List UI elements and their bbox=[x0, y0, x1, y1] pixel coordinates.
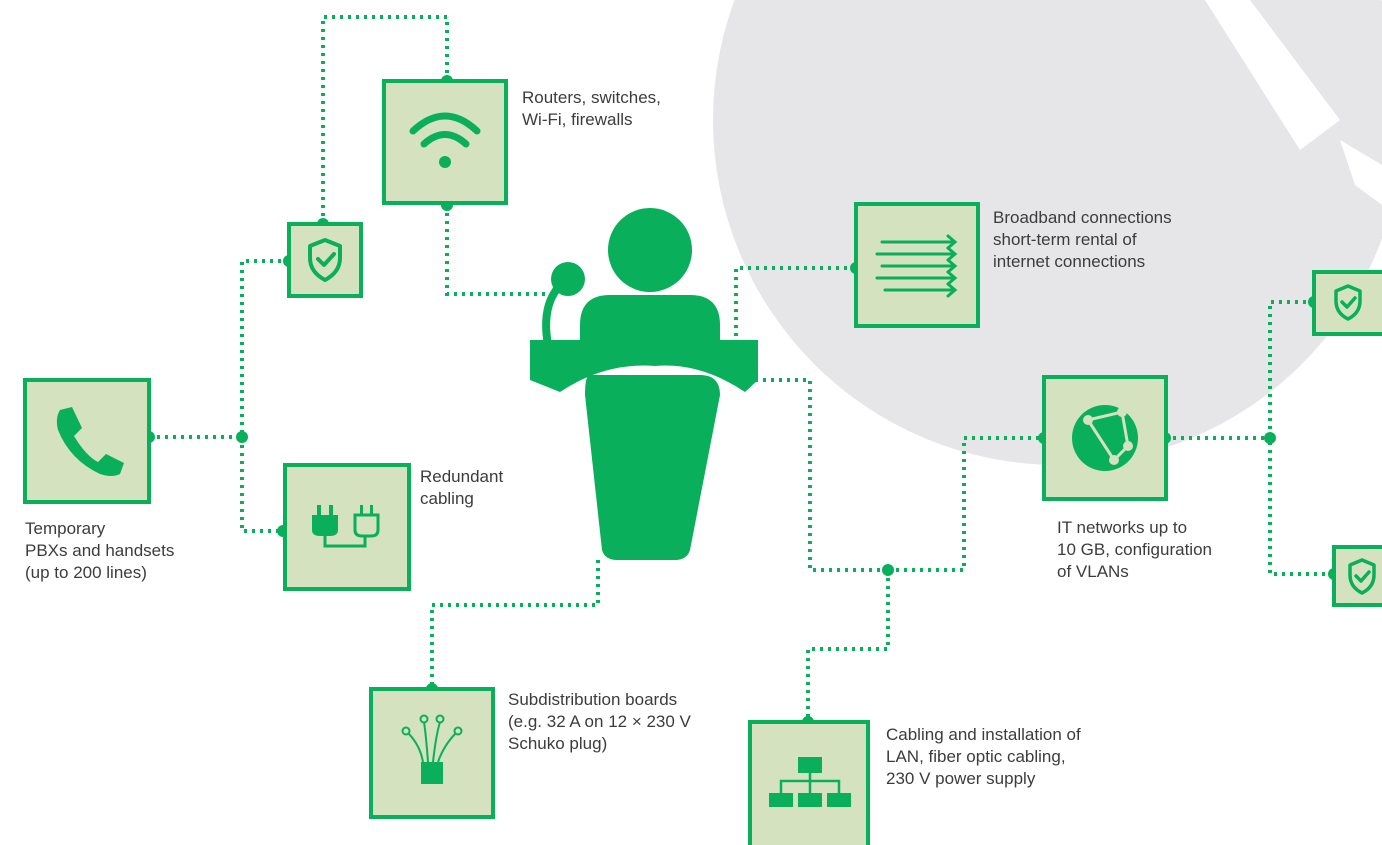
label-line: Temporary bbox=[25, 519, 106, 538]
node-cabling bbox=[283, 463, 411, 591]
label-phone: Temporary PBXs and handsets (up to 200 l… bbox=[25, 518, 174, 584]
globe-network-icon bbox=[1072, 405, 1138, 471]
label-line: Subdistribution boards bbox=[508, 690, 678, 709]
podium-base bbox=[585, 375, 720, 560]
node-box bbox=[283, 463, 411, 591]
label-line: short-term rental of bbox=[993, 230, 1137, 249]
connector-dot bbox=[882, 564, 894, 576]
node-fiber bbox=[369, 687, 495, 819]
label-line: Schuko plug) bbox=[508, 734, 608, 753]
connector-lan bbox=[806, 570, 890, 722]
label-line: Redundant bbox=[420, 467, 504, 486]
node-box bbox=[1312, 270, 1382, 336]
node-broadband bbox=[854, 202, 980, 328]
connector-shield-phone bbox=[240, 259, 289, 437]
label-wifi: Routers, switches, Wi-Fi, firewalls bbox=[522, 87, 661, 131]
node-lan bbox=[748, 720, 870, 845]
plug-socket-icon bbox=[312, 505, 380, 548]
label-line: cabling bbox=[420, 489, 474, 508]
label-broadband: Broadband connections short-term rental … bbox=[993, 207, 1172, 273]
fiber-optic-icon bbox=[401, 714, 463, 784]
speaker-head bbox=[608, 208, 692, 292]
node-network bbox=[1042, 375, 1168, 501]
speaker-body bbox=[580, 295, 720, 345]
background-shape bbox=[713, 0, 1382, 465]
label-line: Wi-Fi, firewalls bbox=[522, 110, 633, 129]
background-utensil-tip bbox=[1340, 140, 1382, 205]
label-line: Broadband connections bbox=[993, 208, 1172, 227]
hierarchy-icon bbox=[769, 757, 851, 807]
connector-wifi-podium bbox=[445, 205, 546, 296]
phone-icon bbox=[56, 407, 124, 476]
node-box bbox=[23, 378, 151, 504]
node-wifi bbox=[382, 79, 508, 205]
connector-network-left bbox=[888, 436, 1044, 572]
background-circle bbox=[713, 0, 1382, 465]
label-line: 230 V power supply bbox=[886, 769, 1036, 788]
connector-dot bbox=[236, 431, 248, 443]
label-line: of VLANs bbox=[1057, 562, 1129, 581]
label-line: Routers, switches, bbox=[522, 88, 661, 107]
connector-wifi-top bbox=[321, 15, 449, 224]
node-box bbox=[287, 222, 363, 298]
label-line: 10 GB, configuration bbox=[1057, 540, 1212, 559]
shield-check-icon bbox=[1348, 558, 1376, 595]
label-lan: Cabling and installation of LAN, fiber o… bbox=[886, 724, 1081, 790]
label-network: IT networks up to 10 GB, configuration o… bbox=[1057, 517, 1212, 583]
podium-top bbox=[530, 340, 758, 392]
label-line: (e.g. 32 A on 12 × 230 V bbox=[508, 712, 691, 731]
connectors bbox=[149, 15, 1334, 722]
shield-check-icon bbox=[1334, 284, 1362, 321]
label-line: internet connections bbox=[993, 252, 1146, 271]
node-shield-a bbox=[287, 222, 363, 298]
shield-check-icon bbox=[308, 238, 342, 282]
wifi-icon bbox=[409, 112, 481, 168]
node-shield-b bbox=[1312, 270, 1382, 336]
microphone bbox=[551, 262, 585, 296]
node-box bbox=[369, 687, 495, 819]
label-line: LAN, fiber optic cabling, bbox=[886, 747, 1066, 766]
node-shield-c bbox=[1332, 545, 1382, 607]
node-phone bbox=[23, 378, 151, 504]
connector-cabling bbox=[240, 437, 283, 533]
arrows-right-icon bbox=[875, 234, 958, 298]
connector-fiber bbox=[430, 560, 600, 689]
label-line: PBXs and handsets bbox=[25, 541, 175, 560]
speaker-at-podium-icon bbox=[530, 208, 758, 560]
background-utensil bbox=[1205, 0, 1340, 150]
node-box bbox=[382, 79, 508, 205]
connector-podium-right bbox=[755, 378, 888, 572]
label-line: (up to 200 lines) bbox=[25, 563, 147, 582]
label-fiber: Subdistribution boards (e.g. 32 A on 12 … bbox=[508, 689, 691, 755]
label-line: Cabling and installation of bbox=[886, 725, 1081, 744]
connector-dot bbox=[1264, 432, 1276, 444]
label-cabling: Redundant cabling bbox=[420, 466, 503, 510]
label-line: IT networks up to bbox=[1057, 518, 1188, 537]
